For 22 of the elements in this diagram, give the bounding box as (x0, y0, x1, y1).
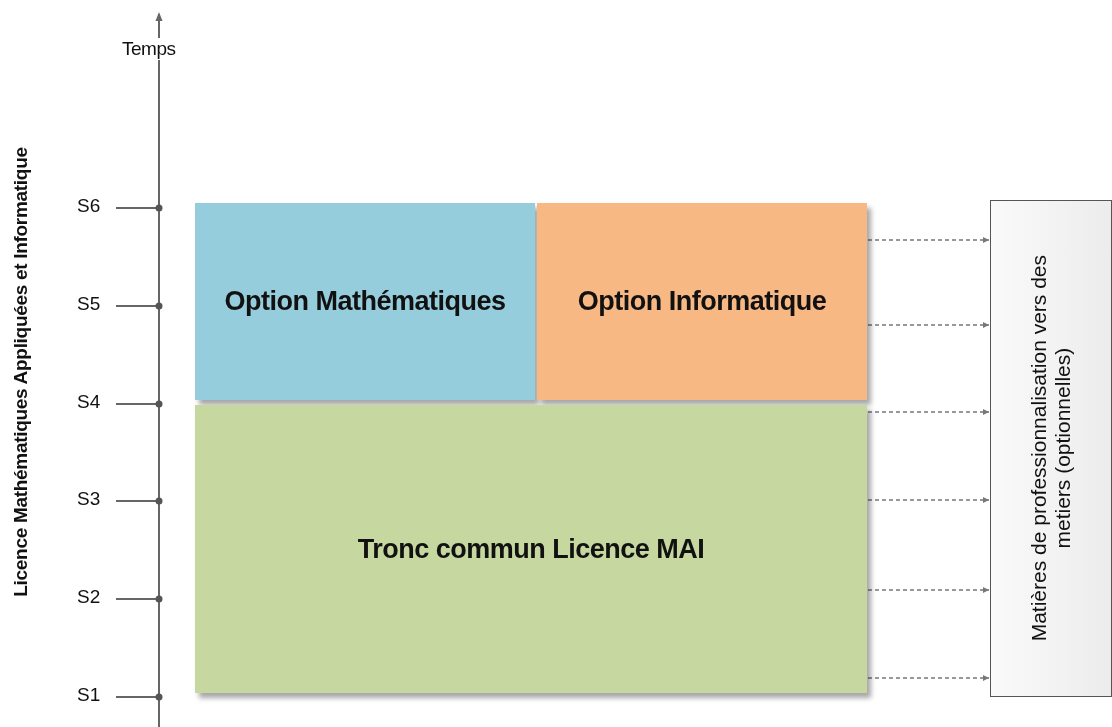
option-block (537, 203, 867, 400)
side-box-text: Matières de professionnalisation vers des metiers (optionnelles) (1026, 254, 1075, 644)
tick-label: S4 (77, 391, 101, 413)
dashed-arrow (867, 497, 990, 503)
dashed-arrow (867, 587, 990, 593)
dashed-arrow (867, 322, 990, 328)
tick-label: S3 (77, 488, 101, 510)
block-title: Option Mathématiques (224, 286, 506, 317)
tick-label: S6 (77, 195, 101, 217)
dashed-arrow (867, 237, 990, 243)
tick-label: S5 (77, 293, 101, 315)
block-title: Option Informatique (577, 286, 827, 317)
dashed-arrow (867, 409, 990, 415)
vertical-title: Licence Mathématiques Appliquées et Informatique (10, 146, 32, 599)
core-block (195, 405, 867, 693)
tick-label: S1 (77, 684, 101, 706)
option-block (195, 203, 535, 400)
axis-label: Temps (122, 38, 176, 60)
dashed-arrow (867, 675, 990, 681)
tick-label: S2 (77, 586, 101, 608)
side-box (990, 200, 1112, 697)
block-title: Tronc commun Licence MAI (357, 533, 705, 565)
